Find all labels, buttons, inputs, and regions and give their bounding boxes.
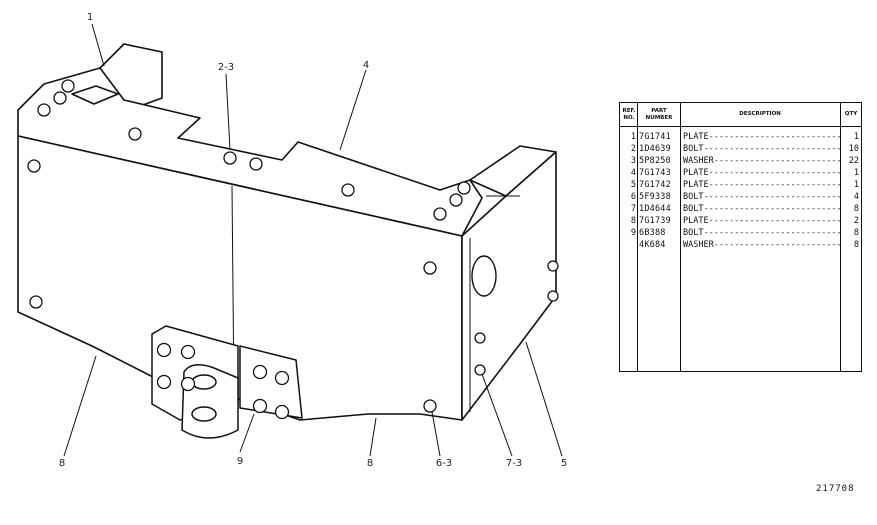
dot-leader: ---------------------------------------- [708,216,841,226]
ref-no-cell: 9 [630,228,636,238]
description-cell: PLATE-----------------------------------… [683,131,841,143]
part-number-cell: 4K684 [639,240,666,250]
main-top-surface [17,67,483,237]
qty-cell: 8 [853,240,859,250]
ref-no-cell: 4 [630,168,636,178]
col-divider [680,103,681,371]
header-ref-no: REF. NO. [622,108,636,121]
qty-cell: 4 [853,192,859,202]
ref-label-1: 1 [86,12,94,23]
description-cell: WASHER----------------------------------… [683,155,841,167]
col-divider [637,103,638,371]
qty-cell: 8 [853,204,859,214]
dot-leader: ---------------------------------------- [708,132,841,142]
ref-label-9: 9 [236,456,244,467]
part-number-cell: 1D4639 [639,144,671,154]
part-number-cell: 1D4644 [639,204,671,214]
ref-no-cell: 6 [630,192,636,202]
qty-cell: 2 [853,216,859,226]
ref-label-8-center: 8 [366,458,374,469]
qty-cell: 1 [853,168,859,178]
description-cell: PLATE-----------------------------------… [683,179,841,191]
ref-no-cell: 3 [630,156,636,166]
table-header [620,103,861,127]
header-part-number: PART NUMBER [645,108,673,121]
header-qty: QTY [844,111,858,117]
hitch-plate-right [239,345,303,419]
side-plate-hole [471,255,497,297]
qty-cell: 22 [848,156,859,166]
top-slot [71,85,119,105]
ref-label-4: 4 [362,60,370,71]
dot-leader: ---------------------------------------- [703,144,841,154]
description-cell: WASHER----------------------------------… [683,239,841,251]
table-row: 4K684 WASHER-----------------------------… [620,239,863,251]
ref-no-cell: 7 [630,204,636,214]
part-number-cell: 5P8250 [639,156,671,166]
ref-no-cell: 5 [630,180,636,190]
ref-label-7-3: 7-3 [505,458,523,469]
drawing-number: 217708 [816,484,855,494]
dot-leader: ---------------------------------------- [703,192,841,202]
ref-label-5: 5 [560,458,568,469]
qty-cell: 8 [853,228,859,238]
ref-no-cell: 1 [630,132,636,142]
dot-leader: ---------------------------------------- [713,240,841,250]
qty-cell: 1 [853,132,859,142]
dot-leader: ---------------------------------------- [703,228,841,238]
col-divider [840,103,841,371]
qty-cell: 1 [853,180,859,190]
ref-label-6-3: 6-3 [435,458,453,469]
part-number-cell: 7G1739 [639,216,671,226]
header-description: DESCRIPTION [739,111,781,117]
part-number-cell: 7G1742 [639,180,671,190]
ref-label-8-left: 8 [58,458,66,469]
table-row: 17G1741PLATE----------------------------… [620,131,863,143]
part-number-cell: 7G1743 [639,168,671,178]
description-cell: PLATE-----------------------------------… [683,167,841,179]
description-cell: BOLT------------------------------------… [683,203,841,215]
dot-leader: ---------------------------------------- [713,156,841,166]
qty-cell: 10 [848,144,859,154]
part-number-cell: 7G1741 [639,132,671,142]
part-number-cell: 6B388 [639,228,666,238]
ref-no-cell: 2 [630,144,636,154]
dot-leader: ---------------------------------------- [708,180,841,190]
description-cell: BOLT------------------------------------… [683,143,841,155]
description-cell: PLATE-----------------------------------… [683,215,841,227]
part-number-cell: 5F9338 [639,192,671,202]
description-cell: BOLT------------------------------------… [683,191,841,203]
dot-leader: ---------------------------------------- [703,204,841,214]
ref-no-cell: 8 [630,216,636,226]
ref-label-2-3: 2-3 [217,62,235,73]
description-cell: BOLT------------------------------------… [683,227,841,239]
dot-leader: ---------------------------------------- [708,168,841,178]
